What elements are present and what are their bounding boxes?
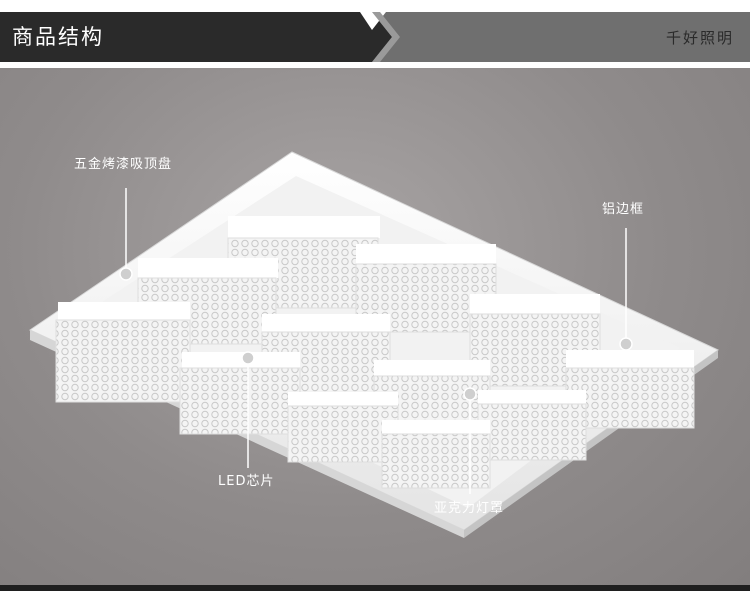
- shade-modules: [55, 216, 695, 489]
- top-border: [0, 0, 750, 10]
- product-image: 五金烤漆吸顶盘 铝边框 LED芯片 亚克力灯罩: [0, 68, 750, 585]
- label-acrylic-shade: 亚克力灯罩: [434, 501, 505, 516]
- callout-leaders: [119, 188, 633, 494]
- section-title: 商品结构: [12, 25, 104, 49]
- section-header: 商品结构 千好照明: [0, 12, 750, 62]
- bottom-border: [0, 585, 750, 591]
- header-background: [0, 12, 750, 62]
- label-led-chip: LED芯片: [218, 474, 275, 489]
- brand-name: 千好照明: [665, 29, 734, 47]
- label-aluminum-frame: 铝边框: [602, 202, 645, 217]
- label-hardware-base: 五金烤漆吸顶盘: [74, 157, 173, 172]
- ceiling-lamp-illustration: [28, 151, 719, 538]
